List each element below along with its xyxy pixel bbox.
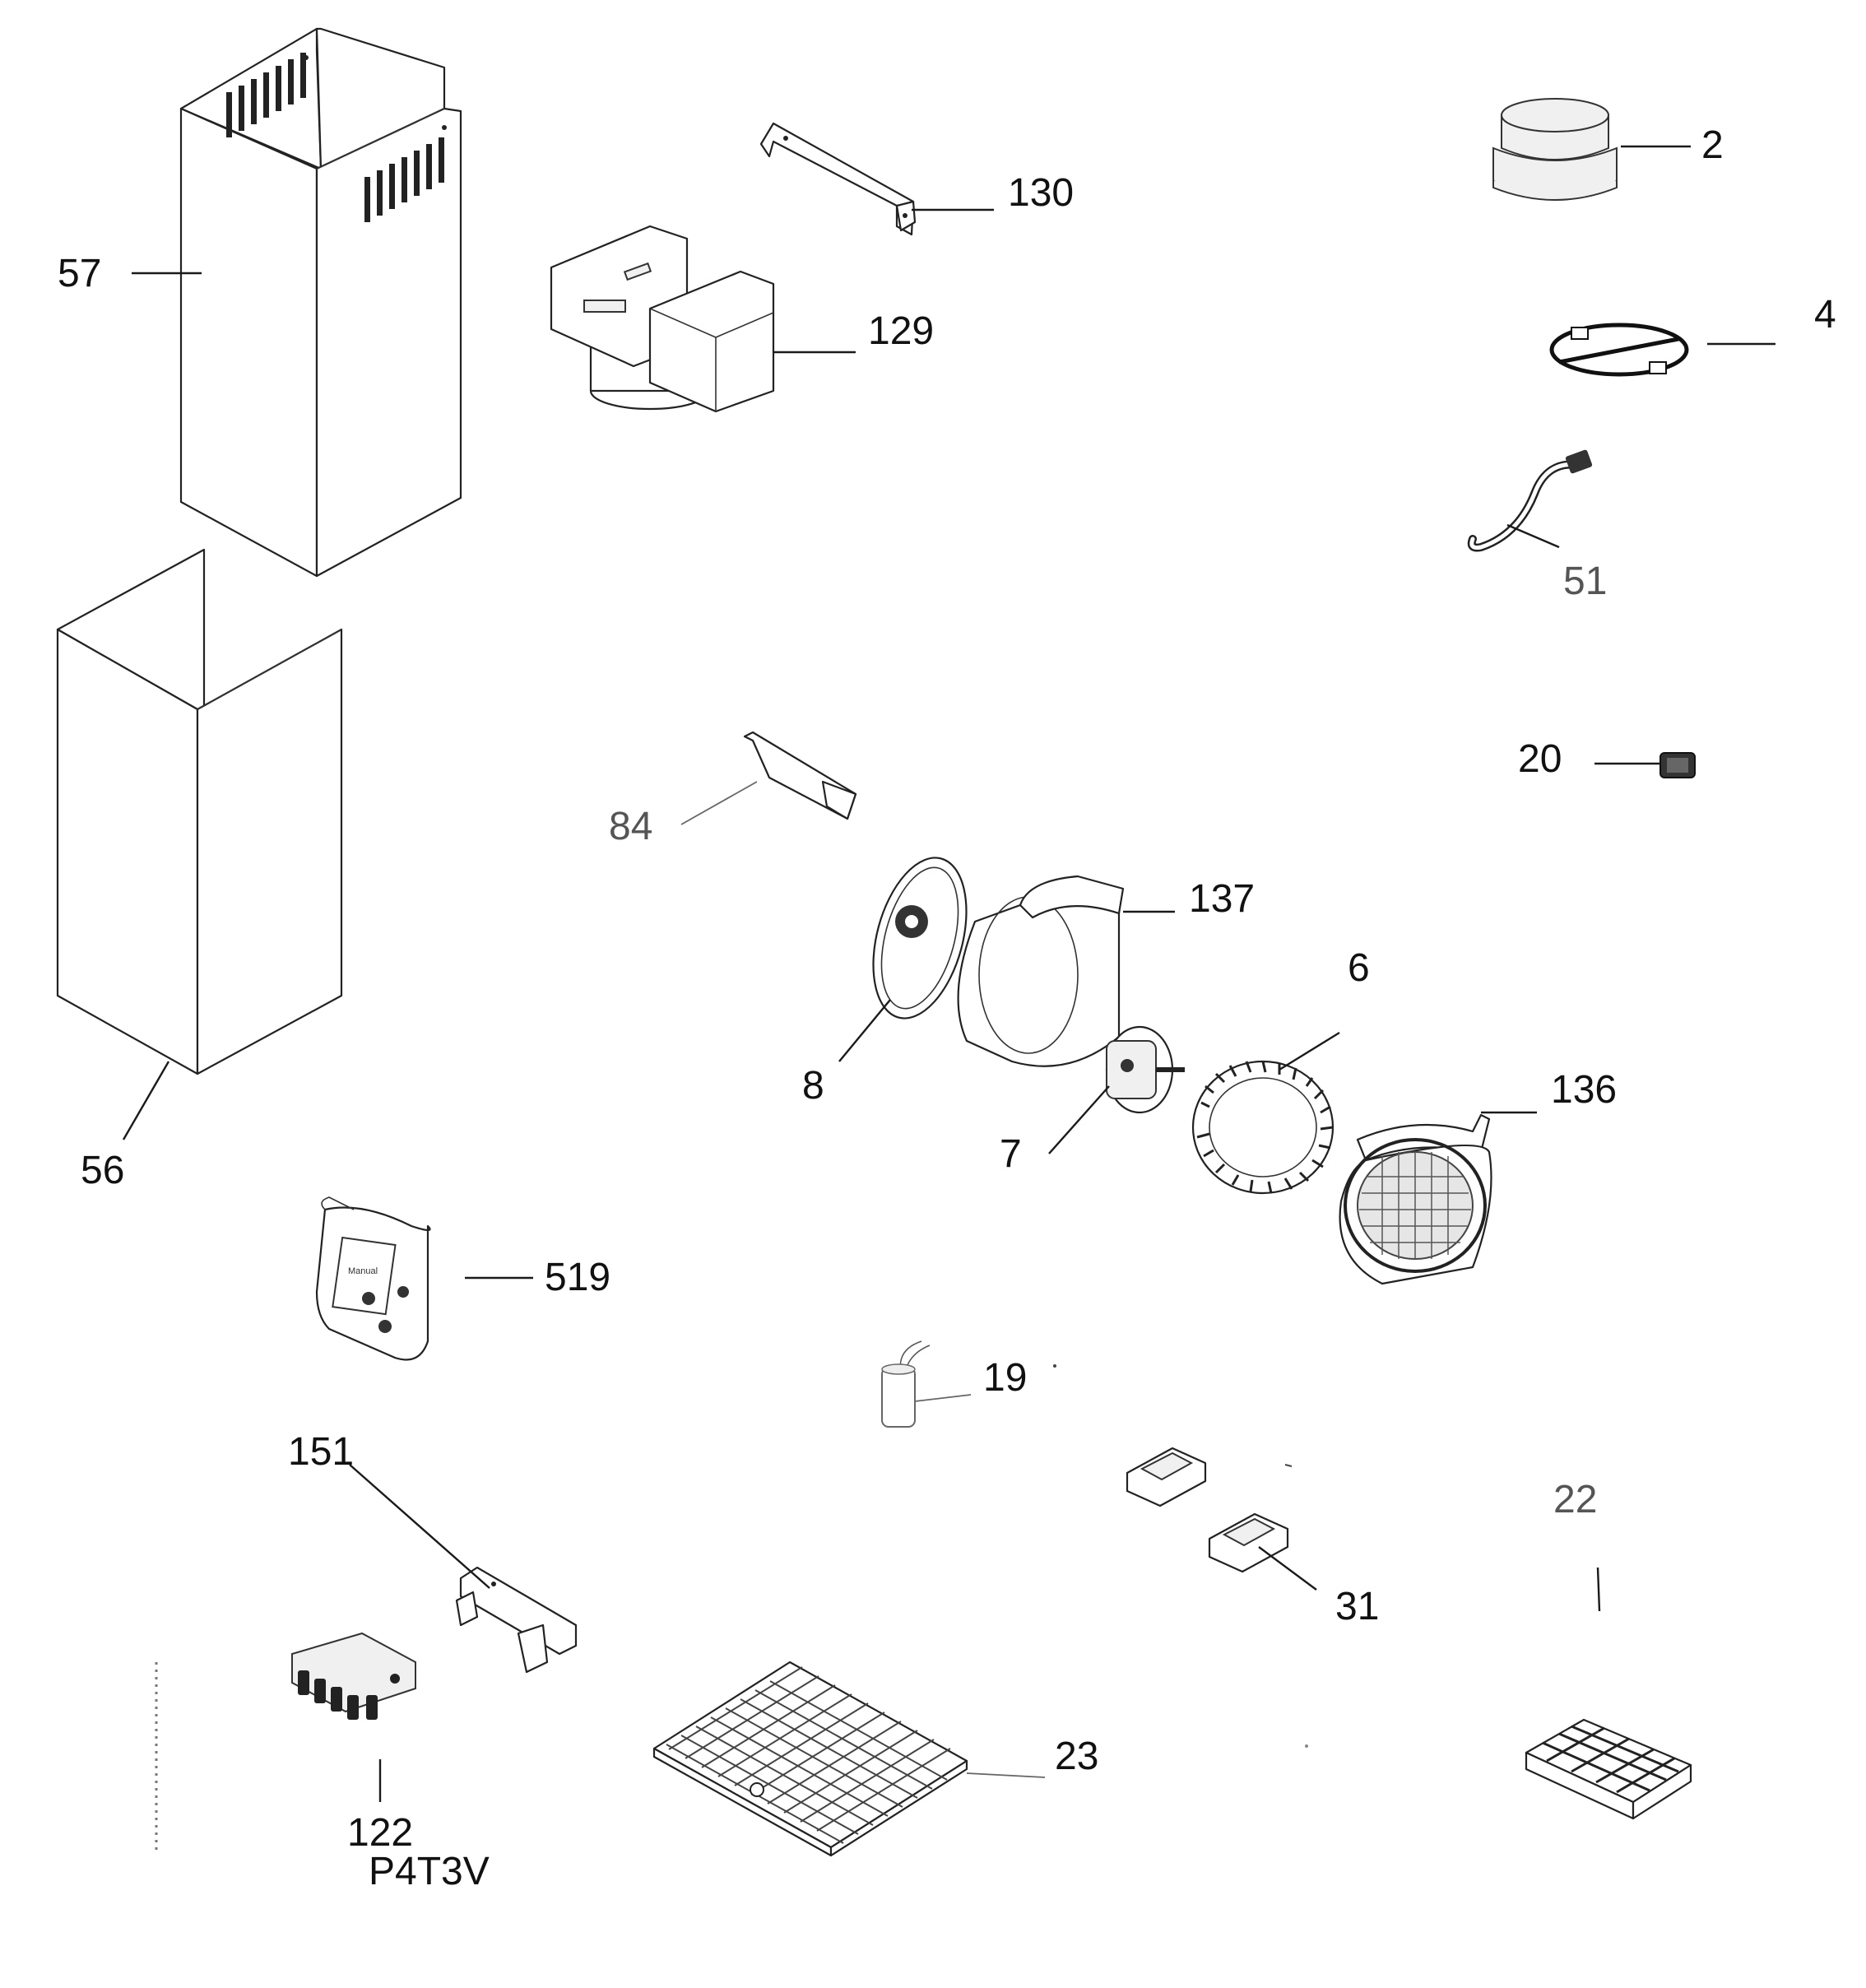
- leader-6: [1279, 1031, 1340, 1071]
- leader-23: [966, 1772, 1046, 1778]
- carbon-filter-part: [1525, 1718, 1692, 1820]
- label-137: 137: [1189, 877, 1255, 921]
- label-151: 151: [288, 1430, 354, 1474]
- air-outlet-collar-part: [1492, 98, 1618, 201]
- leader-51: [1506, 523, 1560, 549]
- duct-connector-part: [550, 225, 775, 413]
- motor-part: [1105, 1025, 1185, 1114]
- cover-plate-part: [743, 731, 857, 820]
- capacitor-part: [881, 1340, 931, 1428]
- stray-mark: [1053, 1364, 1056, 1368]
- leader-56: [122, 1061, 170, 1140]
- label-6: 6: [1348, 946, 1370, 990]
- label-8: 8: [802, 1064, 824, 1108]
- label-51: 51: [1563, 560, 1607, 603]
- leader-8: [838, 999, 891, 1062]
- manual-text: Manual: [348, 1266, 378, 1276]
- label-19: 19: [983, 1356, 1027, 1400]
- upper-chimney-part: [179, 27, 462, 578]
- blower-housing-front-part: [957, 875, 1125, 1067]
- lamp-holder-part: [1126, 1447, 1289, 1573]
- label-23: 23: [1055, 1735, 1098, 1778]
- label-122: 122: [347, 1811, 413, 1855]
- label-20: 20: [1518, 737, 1562, 781]
- blower-housing-rear-part: [1339, 1113, 1492, 1285]
- label-56: 56: [81, 1149, 124, 1192]
- label-31: 31: [1335, 1585, 1379, 1628]
- label-22: 22: [1553, 1478, 1597, 1521]
- label-84: 84: [609, 805, 652, 848]
- label-130: 130: [1008, 171, 1074, 215]
- leader-19: [914, 1394, 972, 1402]
- label-129: 129: [868, 309, 934, 353]
- leader-31: [1258, 1546, 1317, 1591]
- stray-mark: [1284, 1464, 1293, 1467]
- leader-7: [1048, 1085, 1110, 1154]
- model-code: P4T3V: [369, 1850, 490, 1893]
- label-519: 519: [545, 1256, 610, 1299]
- mounting-bracket-part: [759, 122, 917, 236]
- leader-84: [680, 781, 758, 825]
- label-7: 7: [1000, 1132, 1022, 1176]
- lower-chimney-part: [56, 548, 343, 1075]
- control-bracket-part: [455, 1566, 578, 1674]
- accessory-bag-part: Manual: [315, 1196, 431, 1361]
- label-2: 2: [1701, 123, 1724, 167]
- cable-part: [1467, 449, 1593, 552]
- label-57: 57: [58, 252, 101, 295]
- switch-panel-part: [291, 1632, 416, 1720]
- leader-151: [349, 1464, 490, 1589]
- backdraft-damper-part: [1549, 323, 1689, 377]
- leader-22: [1596, 1567, 1601, 1612]
- fan-wheel-part: [1191, 1060, 1335, 1195]
- stray-mark: [1305, 1744, 1308, 1748]
- label-4: 4: [1814, 293, 1836, 337]
- motor-plate-part: [872, 857, 968, 1020]
- label-136: 136: [1551, 1068, 1617, 1112]
- switch-part: [1659, 752, 1696, 778]
- grease-filter-part: [652, 1661, 968, 1857]
